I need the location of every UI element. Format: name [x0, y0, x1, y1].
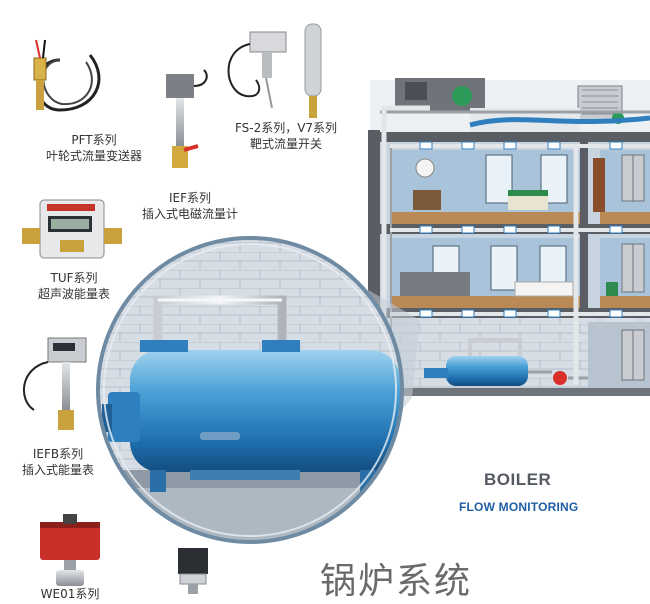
product-label-tuf: TUF系列 超声波能量表 — [16, 270, 132, 302]
ief-meter-image — [166, 69, 208, 168]
flow-monitoring-heading: FLOW MONITORING — [459, 500, 579, 514]
product-model: WE01系列 — [40, 587, 100, 601]
product-label-pft: PFT系列 叶轮式流量变送器 — [34, 132, 154, 164]
product-label-iefb: IEFB系列 插入式能量表 — [8, 446, 108, 478]
product-desc: 插入式能量表 — [21, 463, 94, 477]
product-label-fs2-v7: FS-2系列，V7系列 靶式流量开关 — [224, 120, 348, 152]
pft-sensor-image — [33, 39, 101, 112]
fs2-v7-switch-image — [227, 23, 322, 118]
product-model: TUF系列 — [50, 271, 98, 285]
product-model: PFT系列 — [71, 133, 117, 147]
tuf-meter-image — [22, 199, 122, 259]
we01-valve-image — [40, 514, 100, 586]
system-title: 锅炉系统 — [320, 561, 473, 602]
iefb-meter-image — [23, 337, 87, 430]
magnifier-lens — [96, 236, 420, 544]
product-label-ief: IEF系列 插入式电磁流量计 — [130, 190, 250, 222]
product-desc: 超声波能量表 — [37, 287, 110, 301]
product-label-we01: WE01系列 — [30, 586, 110, 602]
product-model: IEFB系列 — [32, 447, 84, 461]
product-model: FS-2系列，V7系列 — [234, 121, 338, 135]
product-desc: 插入式电磁流量计 — [141, 207, 238, 221]
product-desc: 靶式流量开关 — [249, 137, 322, 151]
boiler-heading: BOILER — [484, 470, 552, 489]
pressure-switch-image — [178, 548, 208, 594]
product-desc: 叶轮式流量变送器 — [45, 149, 142, 163]
product-model: IEF系列 — [168, 191, 212, 205]
